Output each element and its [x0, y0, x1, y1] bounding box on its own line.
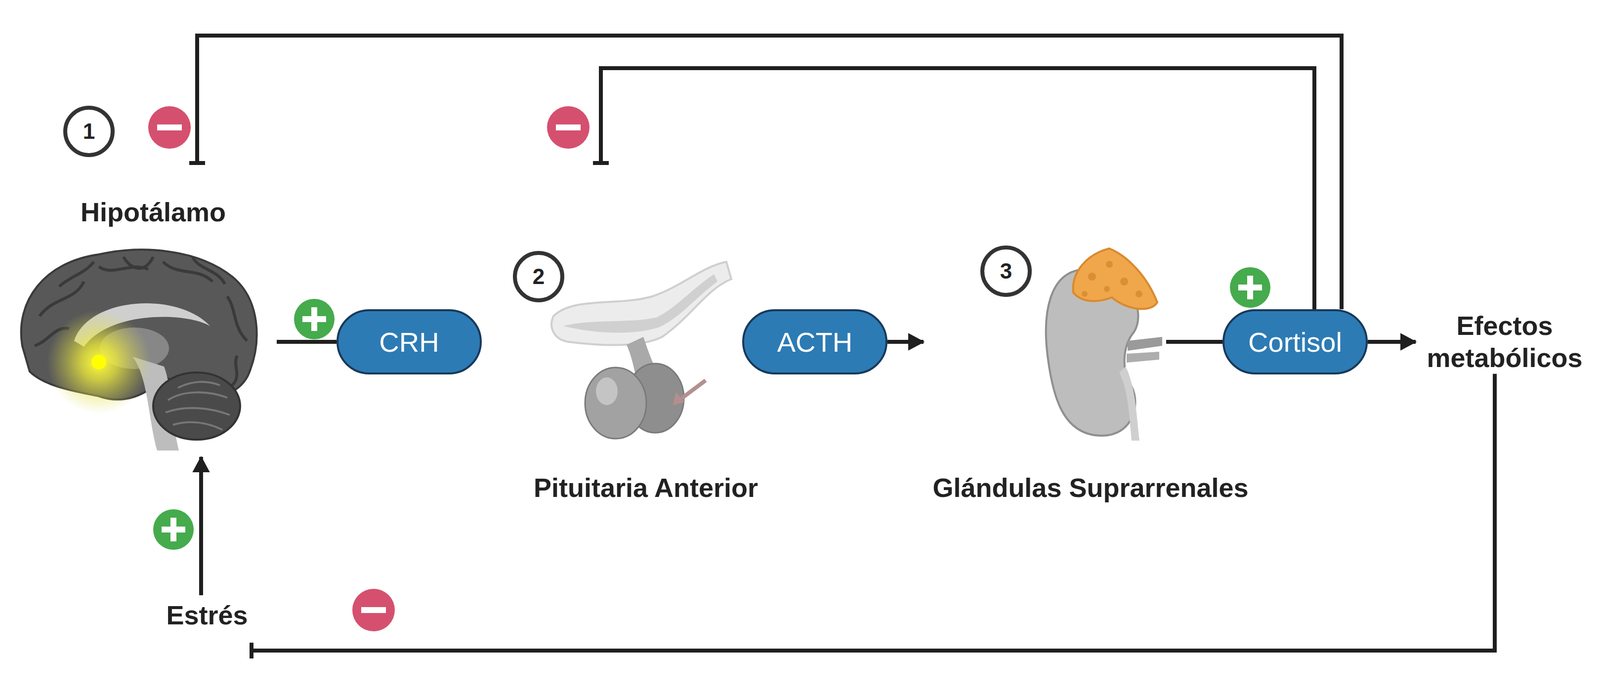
connector-line [199, 457, 204, 596]
minus-bar [361, 607, 386, 614]
connector-line [1166, 339, 1223, 344]
pituitary-region: Pituitaria Anterior [548, 163, 732, 440]
hormone-pill: Cortisol [1222, 309, 1368, 375]
texture-dot [1081, 291, 1088, 297]
connector [276, 341, 337, 343]
adrenal-region: Glándulas Suprarrenales [923, 247, 1167, 440]
minus-bar [555, 124, 581, 131]
cerebellum-folia [165, 381, 230, 430]
callout-number: 3 [981, 246, 1031, 296]
effect-label-box: Efectos metabólicos [1415, 309, 1594, 375]
connector [193, 457, 210, 596]
hormone-name: CRH [378, 326, 439, 359]
arrow-head [193, 457, 210, 472]
connector-line [600, 68, 1315, 310]
organ-name: Pituitaria Anterior [533, 472, 758, 504]
plus-symbol [1229, 267, 1271, 308]
cerebellum-shape [153, 372, 241, 440]
texture-dot [1135, 290, 1143, 298]
organ-name: Glándulas Suprarrenales [932, 472, 1249, 504]
arrow-head [1400, 334, 1416, 350]
minus-symbol [352, 589, 395, 632]
texture-dot [1088, 272, 1096, 281]
brain-base-fold [563, 274, 718, 334]
pituitary-anterior-lobe [585, 367, 647, 439]
callout-number: 1 [64, 106, 114, 157]
renal-artery [1127, 336, 1163, 351]
inhibition-bar [189, 161, 206, 166]
hormone-name: Cortisol [1248, 326, 1343, 359]
callout-number: 2 [513, 252, 564, 302]
organ-name: Hipotálamo [29, 196, 277, 228]
brain-illustration [21, 249, 257, 451]
minus-symbol [547, 106, 590, 149]
connector-line [251, 374, 1495, 651]
hypothalamus-dot [91, 354, 107, 370]
node-label: Efectos metabólicos [1426, 310, 1583, 373]
plus-bar [170, 517, 177, 542]
pointer-arrow-head [673, 392, 685, 406]
pituitary-illustration [551, 261, 732, 439]
plus-circle [153, 509, 194, 550]
brain-base-shape [551, 261, 732, 346]
connector [887, 334, 924, 350]
texture-dot [1105, 260, 1113, 268]
plus-bar [311, 307, 318, 332]
plus-circle [1229, 267, 1271, 308]
minus-circle [352, 589, 395, 632]
renal-vein [1126, 351, 1160, 363]
connector-line [197, 35, 1342, 310]
plus-symbol [294, 298, 335, 340]
pointer-arrow-line [681, 380, 706, 399]
minus-bar [157, 124, 182, 131]
ureter-shape [1119, 366, 1140, 441]
hormone-pill: ACTH [742, 309, 888, 375]
texture-dot [1103, 286, 1110, 293]
connector [1166, 341, 1223, 343]
texture-dot [1120, 277, 1129, 286]
minus-symbol [148, 106, 191, 149]
hormone-pill: CRH [336, 309, 482, 375]
inhibition-bar [592, 161, 609, 166]
adrenal-illustration [1046, 248, 1163, 441]
arrow-head [908, 334, 924, 350]
plus-circle [294, 298, 335, 340]
lobe-highlight [595, 377, 618, 406]
hypothalamus-region: Hipotálamo [29, 163, 277, 458]
hormone-name: ACTH [777, 326, 853, 359]
connector [251, 374, 1495, 659]
node-label: Estrés [166, 600, 248, 631]
minus-circle [547, 106, 590, 149]
adrenal-texture [1081, 260, 1143, 298]
plus-symbol [153, 509, 194, 550]
adrenal-gland [1073, 248, 1158, 309]
connector-line [276, 339, 337, 344]
minus-circle [148, 106, 191, 149]
stress-label-box: Estrés [162, 595, 252, 665]
connector [1367, 334, 1416, 350]
connector [592, 68, 1315, 310]
plus-bar [1247, 275, 1254, 300]
hypothalamus-glow [46, 310, 151, 415]
inhibition-bar [249, 642, 254, 659]
connector [189, 35, 1342, 310]
